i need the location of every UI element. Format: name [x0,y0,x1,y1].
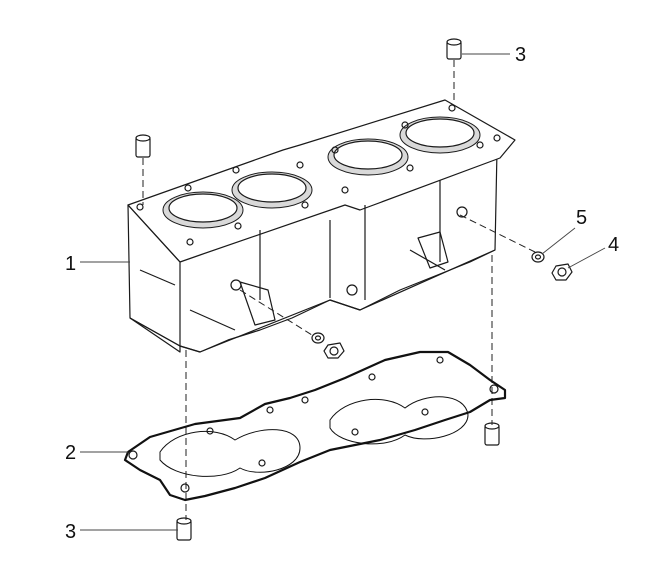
washer-center [311,332,325,344]
callout-3-top: 3 [515,44,526,66]
washer-right [531,251,545,263]
cylinder-gasket [123,350,507,502]
callout-1: 1 [65,253,76,275]
block-left-side [127,204,181,353]
bolt-center [323,342,345,359]
dowel-top-left [135,134,151,158]
callout-2: 2 [65,442,76,464]
dowel-bottom-right [484,422,500,446]
deck-bolt-holes [136,104,501,246]
callout-5: 5 [576,207,587,229]
leader-lines [80,53,606,531]
dowel-bottom-left [176,517,192,541]
bolt-right [551,263,573,281]
callout-4: 4 [608,234,619,256]
cylinder-block [127,99,516,353]
dowel-top-right [446,38,462,60]
callout-3-bottom: 3 [65,521,76,543]
